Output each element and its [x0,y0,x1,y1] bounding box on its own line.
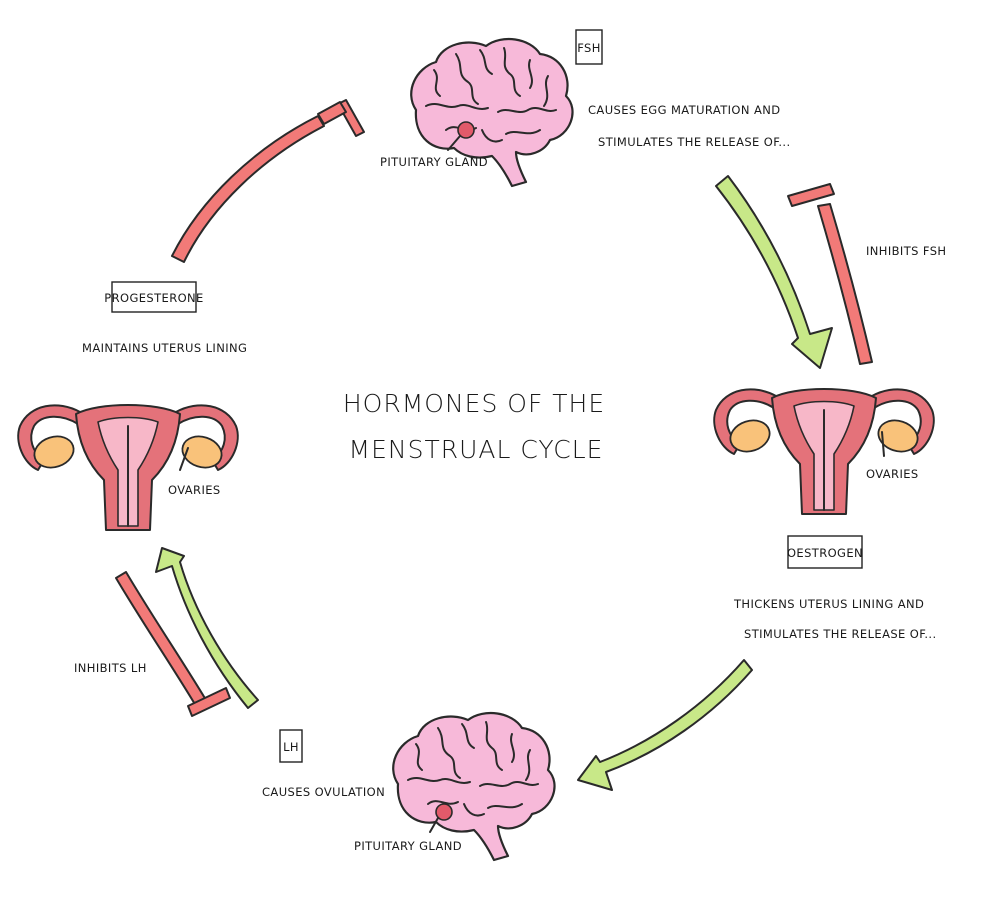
top-pituitary-gland-icon [457,121,475,139]
stimulate-arrow-lh-progesterone [155,547,259,709]
bottom-brain-illustration [392,711,556,862]
diagram-title-line1: HORMONES OF THE [343,389,605,418]
bottom-pituitary-gland-icon [435,803,453,821]
fsh-label: FSH [577,41,601,55]
fsh-box [575,29,603,65]
fsh-effect-line1: CAUSES EGG MATURATION AND [588,103,780,117]
right-ovaries-label: OVARIES [866,467,919,481]
oestrogen-label: OESTROGEN [787,546,863,560]
progesterone-effect: MAINTAINS UTERUS LINING [82,341,247,355]
inhibits-lh-label: INHIBITS LH [74,661,147,675]
lh-label: LH [283,740,299,754]
progesterone-label: PROGESTERONE [104,291,203,305]
oestrogen-box [787,535,863,569]
lh-effect: CAUSES OVULATION [262,785,385,799]
right-uterus-illustration [713,388,935,515]
inhibits-fsh-label: INHIBITS FSH [866,244,946,258]
left-ovaries-label: OVARIES [168,483,221,497]
diagram-title-line2: MENSTRUAL CYCLE [349,435,604,464]
stimulate-arrow-oestrogen-lh [577,659,753,791]
bottom-pituitary-gland-label: PITUITARY GLAND [354,839,462,853]
oestrogen-effect-line2: STIMULATES THE RELEASE OF... [744,627,937,641]
left-uterus-illustration [17,404,239,531]
inhibit-arrow-fsh [817,203,873,365]
fsh-effect-line2: STIMULATES THE RELEASE OF... [598,135,791,149]
top-pituitary-gland-label: PITUITARY GLAND [380,155,488,169]
inhibit-arrow-lh [115,571,207,707]
lh-box [279,729,303,763]
progesterone-box [111,281,197,313]
oestrogen-effect-line1: THICKENS UTERUS LINING AND [733,597,924,611]
stimulate-arrow-fsh-oestrogen [715,175,833,369]
inhibit-arrow-progesterone-fsh [171,115,325,263]
